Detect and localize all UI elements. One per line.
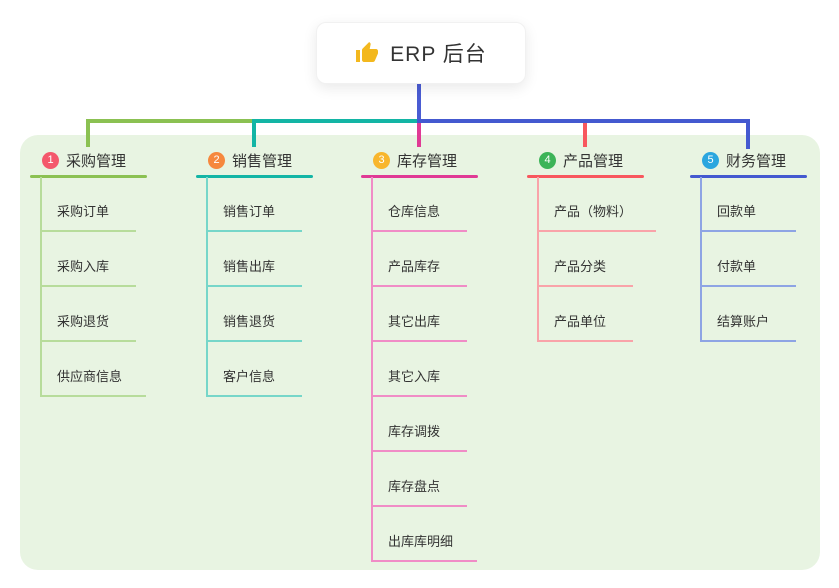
branch-header-inventory[interactable]: 3 库存管理 <box>361 148 457 172</box>
branch-underline <box>527 175 644 178</box>
branch-badge: 2 <box>208 151 225 169</box>
child-item[interactable]: 结算账户 <box>700 313 796 342</box>
branch-label: 销售管理 <box>232 152 293 170</box>
child-item[interactable]: 采购订单 <box>40 203 136 232</box>
branch-drop-connector-sales <box>252 119 256 147</box>
branch-underline <box>30 175 147 178</box>
child-item[interactable]: 采购入库 <box>40 258 136 287</box>
child-item[interactable]: 回款单 <box>700 203 796 232</box>
child-item-label: 采购退货 <box>57 314 110 329</box>
child-item-label: 产品（物料） <box>554 204 633 219</box>
child-item-label: 销售退货 <box>223 314 276 329</box>
branch-drop-connector-finance <box>746 119 750 149</box>
branch-badge: 5 <box>702 151 719 169</box>
branch-label: 采购管理 <box>66 152 127 170</box>
child-item-label: 销售订单 <box>223 204 276 219</box>
child-item[interactable]: 其它出库 <box>371 313 467 342</box>
child-item[interactable]: 客户信息 <box>206 368 302 397</box>
child-item-label: 产品分类 <box>554 259 607 274</box>
child-item[interactable]: 付款单 <box>700 258 796 287</box>
child-item-label: 客户信息 <box>223 369 276 384</box>
branch-child-connector <box>371 177 373 560</box>
child-item-label: 产品单位 <box>554 314 607 329</box>
child-item[interactable]: 产品库存 <box>371 258 467 287</box>
child-item[interactable]: 销售出库 <box>206 258 302 287</box>
child-item-label: 供应商信息 <box>57 369 123 384</box>
branch-label: 库存管理 <box>397 152 458 170</box>
child-item-label: 结算账户 <box>717 314 770 329</box>
branch-header-purchase[interactable]: 1 采购管理 <box>30 148 126 172</box>
child-item[interactable]: 库存调拨 <box>371 423 467 452</box>
root-node[interactable]: ERP 后台 <box>316 22 526 84</box>
branch-badge: 3 <box>373 151 390 169</box>
branch-header-product[interactable]: 4 产品管理 <box>527 148 623 172</box>
child-item[interactable]: 销售退货 <box>206 313 302 342</box>
child-item-label: 库存盘点 <box>388 479 441 494</box>
child-item[interactable]: 采购退货 <box>40 313 136 342</box>
branch-underline <box>361 175 478 178</box>
branches-panel <box>20 135 820 570</box>
branch-header-finance[interactable]: 5 财务管理 <box>690 148 786 172</box>
child-item-label: 付款单 <box>717 259 757 274</box>
branch-drop-connector-product <box>583 123 587 147</box>
branch-label: 产品管理 <box>563 152 624 170</box>
child-item[interactable]: 库存盘点 <box>371 478 467 507</box>
child-item-label: 其它入库 <box>388 369 441 384</box>
child-item-label: 采购订单 <box>57 204 110 219</box>
child-item-label: 回款单 <box>717 204 757 219</box>
child-item[interactable]: 产品单位 <box>537 313 633 342</box>
root-label: ERP 后台 <box>390 43 487 66</box>
child-item[interactable]: 出库库明细 <box>371 533 478 562</box>
branch-drop-connector-purchase <box>86 119 90 147</box>
branch-header-sales[interactable]: 2 销售管理 <box>196 148 292 172</box>
branch-badge: 4 <box>539 151 556 169</box>
child-item-label: 其它出库 <box>388 314 441 329</box>
child-item-label: 采购入库 <box>57 259 110 274</box>
child-item[interactable]: 产品分类 <box>537 258 633 287</box>
child-item-label: 出库库明细 <box>388 534 454 549</box>
child-item[interactable]: 销售订单 <box>206 203 302 232</box>
thumbs-up-icon <box>355 41 379 65</box>
branch-drop-connector-inventory <box>417 123 421 147</box>
child-item[interactable]: 供应商信息 <box>40 368 147 397</box>
child-item[interactable]: 其它入库 <box>371 368 467 397</box>
trunk-connector-sales <box>252 119 417 123</box>
branch-label: 财务管理 <box>726 152 787 170</box>
child-item-label: 库存调拨 <box>388 424 441 439</box>
child-item[interactable]: 产品（物料） <box>537 203 657 232</box>
branch-badge: 1 <box>42 151 59 169</box>
root-stem-connector <box>417 82 421 120</box>
branch-underline <box>690 175 807 178</box>
trunk-connector-purchase <box>86 119 252 123</box>
branch-underline <box>196 175 313 178</box>
child-item-label: 销售出库 <box>223 259 276 274</box>
branch-child-connector <box>700 177 702 340</box>
branch-child-connector <box>537 177 539 340</box>
child-item-label: 仓库信息 <box>388 204 441 219</box>
trunk-connector-finance <box>417 119 750 123</box>
child-item[interactable]: 仓库信息 <box>371 203 467 232</box>
child-item-label: 产品库存 <box>388 259 441 274</box>
